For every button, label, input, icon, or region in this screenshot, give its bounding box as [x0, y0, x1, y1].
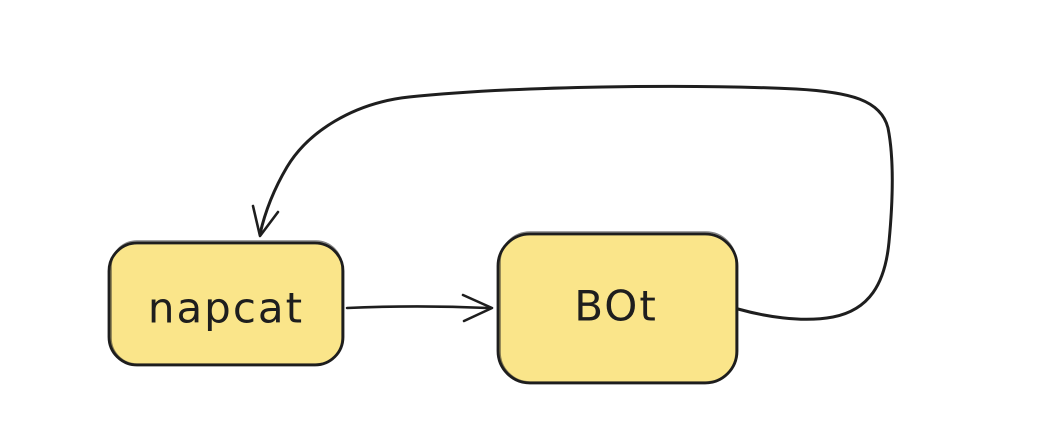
loop-arrowhead-icon — [251, 204, 280, 238]
node-bot[interactable]: BOt — [496, 231, 739, 385]
edge-bot-to-napcat-loop[interactable] — [251, 84, 894, 321]
bot-box-sketch-overlay — [499, 231, 737, 383]
straight-arrowhead-icon — [461, 293, 494, 323]
bot-box — [496, 232, 739, 385]
node-napcat[interactable]: napcat — [107, 240, 345, 367]
edge-napcat-to-bot[interactable] — [345, 293, 494, 323]
loop-arrow-line — [258, 84, 894, 321]
napcat-label: napcat — [148, 284, 304, 333]
napcat-box-sketch-overlay — [110, 240, 343, 365]
straight-arrow-line — [345, 305, 490, 310]
napcat-box — [107, 241, 345, 367]
bot-label: BOt — [574, 282, 658, 331]
